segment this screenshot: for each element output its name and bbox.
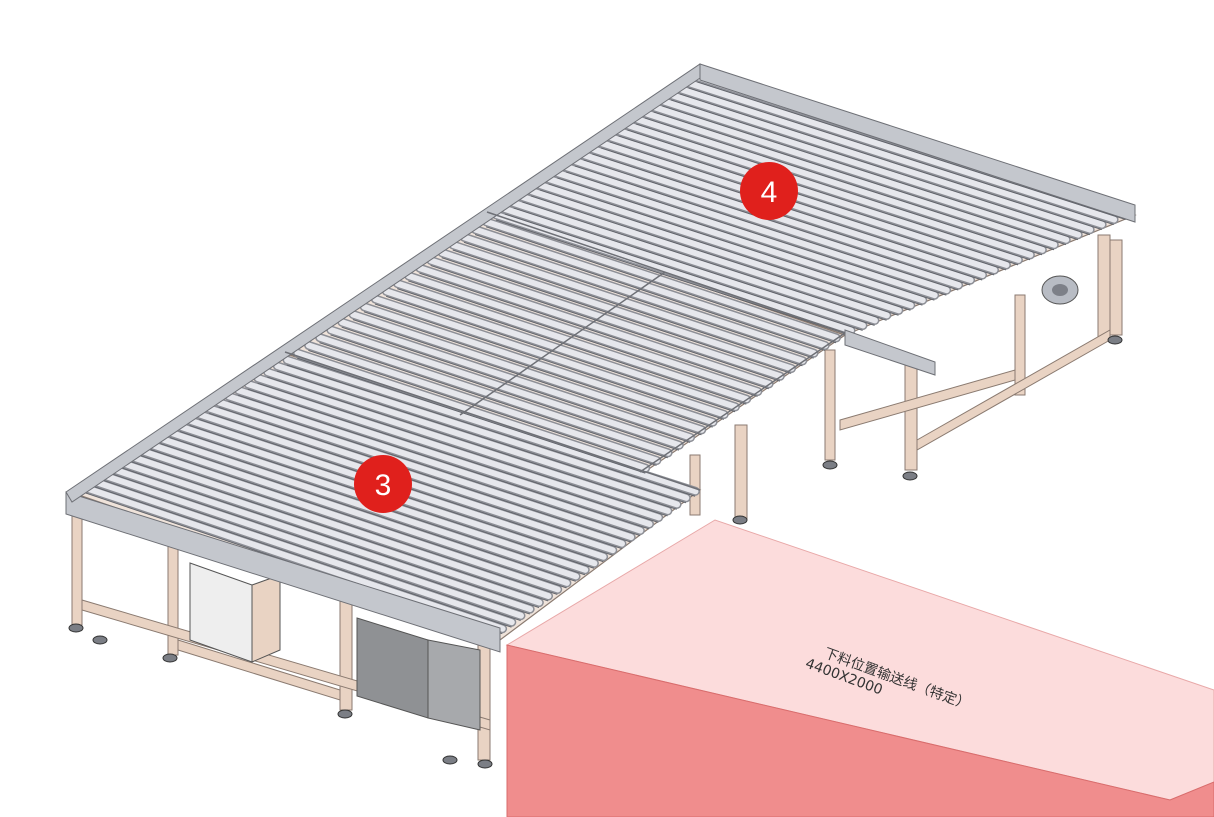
roller: [350, 311, 705, 433]
roller: [545, 176, 926, 304]
roller: [519, 194, 890, 319]
roller: [216, 399, 635, 541]
roller: [615, 128, 1022, 263]
roller: [493, 212, 854, 334]
roller: [245, 381, 662, 521]
rail-step: [844, 329, 936, 376]
roller: [668, 92, 1094, 233]
cabinet-dark-side: [427, 639, 481, 731]
unloading-conveyor-box: 下料位置输送线（特定） 4400X2000: [505, 519, 1214, 817]
roller: [427, 257, 784, 380]
marker-4-circle: [740, 162, 798, 220]
roller: [254, 375, 671, 514]
section-dividers: [284, 211, 846, 491]
roller: [128, 453, 552, 599]
roller: [461, 234, 817, 357]
roller: [361, 303, 716, 426]
leveling-foot: [68, 623, 84, 633]
roller: [109, 465, 534, 613]
roller: [642, 110, 1058, 248]
roller: [284, 357, 699, 495]
leveling-foot: [902, 471, 918, 481]
roller: [339, 319, 694, 441]
marker-3-circle: [354, 455, 412, 513]
box-front-face: [506, 644, 1214, 817]
marker-3-label: 3: [375, 469, 392, 502]
leveling-foot: [442, 755, 458, 765]
roller: [147, 441, 570, 586]
roller: [537, 182, 914, 309]
roller: [563, 164, 950, 294]
cabinet-light-side: [251, 574, 281, 663]
roller: [439, 249, 795, 372]
roller: [206, 405, 625, 547]
marker-4-label: 4: [761, 176, 778, 209]
leveling-foot: [337, 709, 353, 719]
roller: [554, 170, 938, 299]
roller: [572, 158, 962, 289]
electrical-cabinets: [189, 562, 481, 731]
roller: [327, 326, 683, 449]
roller: [235, 387, 653, 527]
roller: [79, 483, 506, 632]
roller: [394, 280, 750, 403]
cabinet-dark: [356, 617, 429, 719]
roller: [405, 272, 761, 395]
roller: [528, 188, 902, 314]
roller: [472, 226, 829, 349]
roller: [138, 447, 561, 593]
support-frame-right: [824, 234, 1123, 471]
roller: [650, 104, 1070, 243]
roller: [677, 86, 1106, 228]
roller: [118, 459, 543, 606]
roller: [510, 200, 878, 324]
roller: [502, 206, 866, 329]
roller: [685, 80, 1118, 223]
side-rails: [65, 63, 1136, 653]
roller: [264, 369, 681, 508]
roller: [372, 296, 728, 418]
leveling-foot: [1107, 335, 1123, 345]
roller: [607, 134, 1010, 268]
roller: [483, 218, 840, 341]
section-middle-rollers: [293, 217, 841, 474]
roller: [416, 265, 773, 387]
rail-back-right: [699, 63, 1136, 223]
roller: [633, 116, 1046, 253]
roller: [450, 242, 806, 364]
roller: [274, 363, 690, 501]
rail-front-left: [65, 491, 501, 653]
leveling-foot: [822, 460, 838, 470]
marker-section-3: 3: [354, 455, 412, 513]
roller: [659, 98, 1082, 238]
leveling-foot: [732, 515, 748, 525]
roller: [316, 334, 672, 456]
drive-motor: [1041, 275, 1079, 305]
roller: [305, 342, 660, 464]
roller: [598, 140, 998, 273]
leveling-feet: [68, 335, 1123, 769]
roller: [225, 393, 644, 534]
roller: [383, 288, 739, 410]
roller: [624, 122, 1034, 258]
roller: [99, 471, 524, 619]
leveling-foot: [92, 635, 108, 645]
leveling-foot: [162, 653, 178, 663]
roller: [294, 350, 649, 472]
leveling-foot: [477, 759, 493, 769]
roller: [89, 477, 515, 626]
marker-section-4: 4: [740, 162, 798, 220]
